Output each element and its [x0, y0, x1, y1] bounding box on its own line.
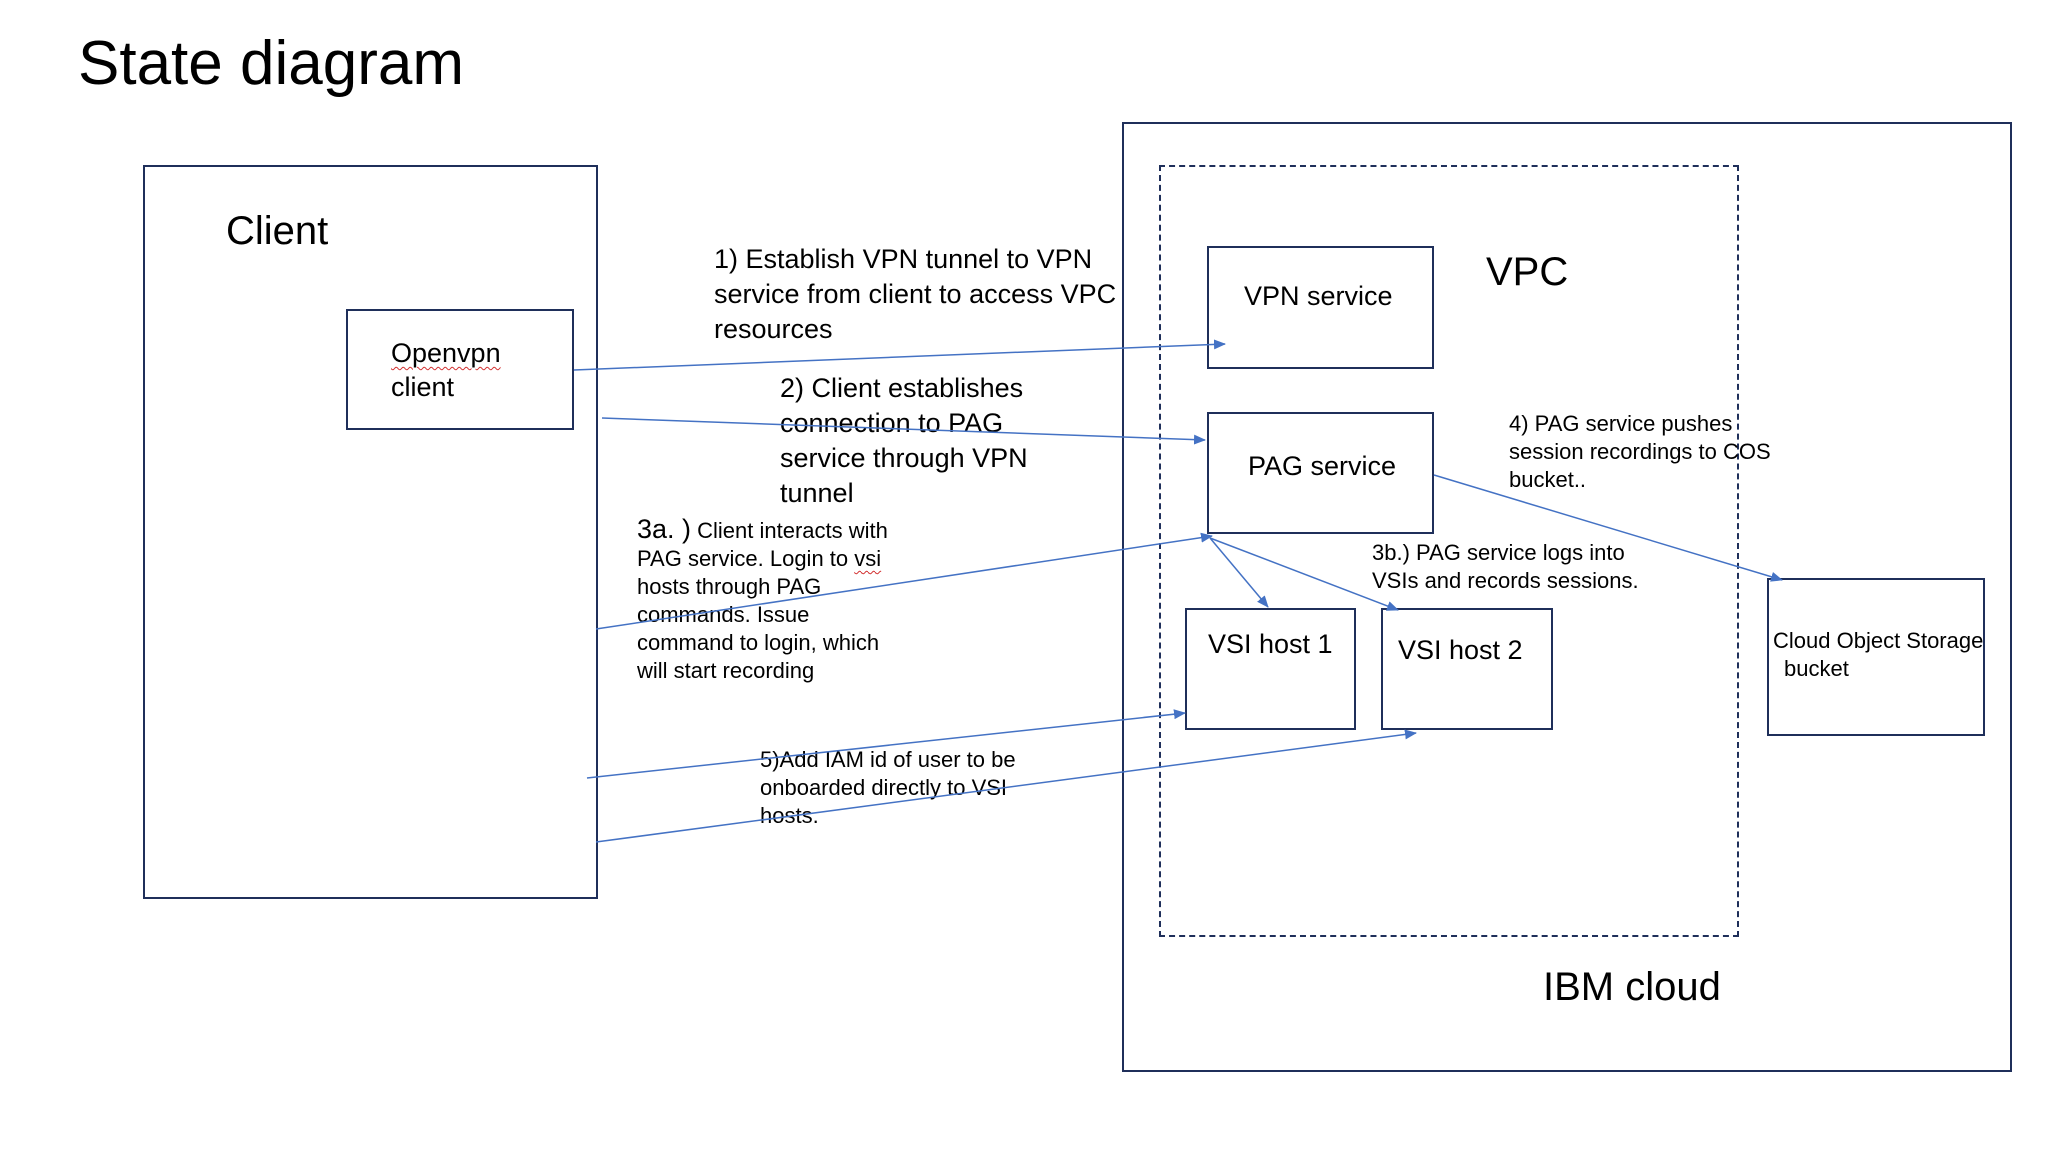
cos-label-line2: bucket: [1784, 656, 1849, 681]
openvpn-label-line2: client: [391, 372, 455, 402]
step-4-line3: bucket..: [1509, 467, 1587, 492]
step-1-line1: 1) Establish VPN tunnel to VPN: [714, 244, 1093, 274]
vpc-label: VPC: [1486, 250, 1569, 294]
arrow-client-to-vpn: [573, 339, 1226, 371]
step-3a-line4: commands. Issue: [637, 602, 810, 627]
step-3a-line2: PAG service. Login to: [637, 546, 855, 571]
step-4-line1: 4) PAG service pushes: [1509, 411, 1733, 436]
step-5-line1: 5)Add IAM id of user to be: [760, 747, 1016, 772]
step-1-annotation: 1) Establish VPN tunnel to VPN service f…: [714, 242, 1116, 347]
ibm-cloud-label: IBM cloud: [1543, 965, 1721, 1009]
arrow-client-to-vsi-2: [595, 729, 1417, 843]
openvpn-label-line1: Openvpn: [391, 338, 501, 368]
step-3b-line1: 3b.) PAG service logs into: [1372, 540, 1625, 565]
cos-bucket-box[interactable]: [1767, 578, 1985, 736]
step-3b-annotation: 3b.) PAG service logs into VSIs and reco…: [1372, 539, 1639, 595]
vpc-boundary: [1159, 165, 1739, 937]
page-title: State diagram: [78, 29, 464, 98]
ibm-cloud-box: [1122, 122, 2012, 1072]
openvpn-client-label: Openvpn client: [391, 336, 501, 404]
step-3a-annotation: 3a. ) Client interacts with PAG service.…: [637, 515, 888, 685]
step-2-line2: connection to PAG: [780, 408, 1004, 438]
step-5-annotation: 5)Add IAM id of user to be onboarded dir…: [760, 746, 1016, 830]
step-5-line3: hosts.: [760, 803, 819, 828]
step-3a-line3: hosts through PAG: [637, 574, 822, 599]
vsi-host-1-label: VSI host 1: [1208, 629, 1333, 659]
step-3a-line5: command to login, which: [637, 630, 880, 655]
pag-service-box[interactable]: [1207, 412, 1434, 534]
step-3a-line1: Client interacts with: [691, 518, 888, 543]
step-3a-line6: will start recording: [637, 658, 815, 683]
arrow-pag-to-cos: [1433, 474, 1783, 582]
step-3b-line2: VSIs and records sessions.: [1372, 568, 1639, 593]
vsi-host-1-box[interactable]: [1185, 608, 1356, 730]
step-1-line2: service from client to access VPC: [714, 279, 1117, 309]
step-2-annotation: 2) Client establishes connection to PAG …: [780, 371, 1028, 511]
step-2-line1: 2) Client establishes: [780, 373, 1024, 403]
openvpn-client-box[interactable]: [346, 309, 574, 430]
vpn-service-box[interactable]: [1207, 246, 1434, 369]
arrow-client-to-vsi-1: [586, 709, 1186, 779]
arrow-pag-to-vsi-1: [1209, 537, 1269, 608]
step-3a-vsi-word: vsi: [854, 546, 882, 571]
step-4-line2: session recordings to COS: [1509, 439, 1771, 464]
cos-bucket-label: Cloud Object Storage bucket: [1773, 627, 1983, 683]
step-5-line2: onboarded directly to VSI: [760, 775, 1008, 800]
arrow-client-interacts-pag: [595, 532, 1213, 630]
step-3a-prefix: 3a. ): [637, 514, 692, 544]
step-1-line3: resources: [714, 314, 833, 344]
vsi-host-2-label: VSI host 2: [1398, 635, 1523, 665]
arrow-client-to-pag: [601, 417, 1206, 445]
step-2-line3: service through VPN: [780, 443, 1028, 473]
arrow-pag-to-vsi-2: [1209, 537, 1399, 611]
vsi-host-2-box[interactable]: [1381, 608, 1553, 730]
cos-label-line1: Cloud Object Storage: [1773, 628, 1984, 653]
step-4-annotation: 4) PAG service pushes session recordings…: [1509, 410, 1771, 494]
step-2-line4: tunnel: [780, 478, 854, 508]
client-label: Client: [226, 209, 329, 253]
vpn-service-label: VPN service: [1244, 281, 1393, 311]
client-box: [143, 165, 598, 899]
pag-service-label: PAG service: [1248, 451, 1397, 481]
